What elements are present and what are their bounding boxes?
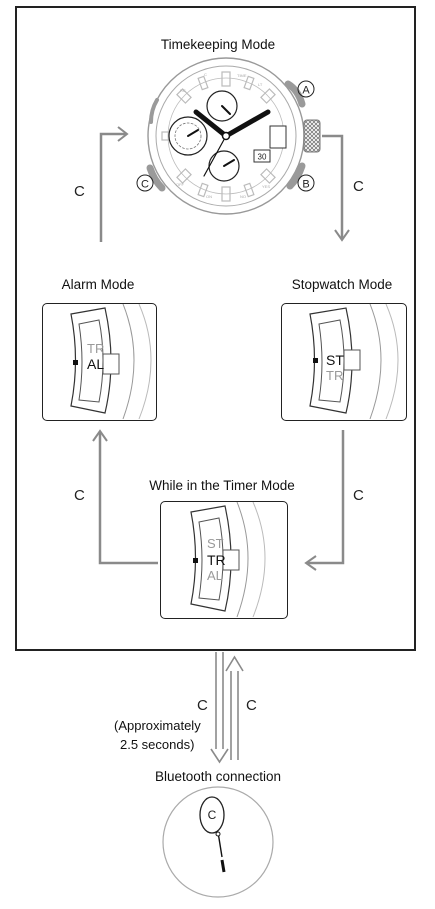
hold-duration-line1: (Approximately (114, 718, 201, 733)
button-b-letter: B (302, 179, 309, 191)
arrow-stopwatch-to-timer (304, 430, 345, 571)
hold-c-down-arrow (210, 652, 229, 764)
stopwatch-mode-panel: ST TR (281, 303, 407, 421)
alarm-panel-al: AL (87, 356, 105, 372)
c-press-label-right-top: C (353, 178, 364, 195)
c-press-label-left-top: C (74, 183, 85, 200)
stopwatch-mode-title: Stopwatch Mode (291, 277, 393, 292)
svg-text:C: C (204, 72, 207, 77)
arrow-timekeeping-to-stopwatch (322, 134, 350, 242)
alarm-mode-title: Alarm Mode (61, 277, 135, 292)
alarm-panel-tr: TR (87, 341, 105, 356)
button-c-letter: C (141, 179, 149, 191)
arrow-timer-to-alarm (92, 429, 158, 565)
button-c-marker: C (136, 174, 154, 192)
button-a-marker: A (297, 80, 315, 98)
hold-duration-line2: 2.5 seconds) (120, 737, 195, 752)
svg-text:YES: YES (262, 184, 270, 189)
watch-illustration: RC C TIME LT OFF ON NO YES 30 (146, 57, 321, 215)
button-a-letter: A (302, 85, 310, 97)
timer-panel-tr: TR (207, 552, 226, 568)
pusher-a-icon (284, 80, 306, 108)
bt-c-bubble (199, 796, 225, 834)
svg-text:OFF: OFF (176, 182, 185, 187)
alarm-mode-panel: TR AL (42, 303, 157, 421)
watch-date: 30 (258, 153, 267, 162)
svg-text:TIME: TIME (237, 73, 247, 78)
stopwatch-panel-tr: TR (326, 368, 344, 383)
timekeeping-mode-title: Timekeeping Mode (160, 37, 276, 52)
timer-mode-panel: ST TR AL (160, 501, 288, 619)
timer-panel-al: AL (207, 568, 223, 583)
timer-panel-st: ST (207, 536, 224, 551)
arrow-alarm-to-timekeeping (99, 126, 129, 242)
timer-mode-title: While in the Timer Mode (149, 478, 295, 493)
c-press-label-right-bottom: C (353, 487, 364, 504)
bt-hand-label: C (208, 808, 217, 822)
bluetooth-connection-title: Bluetooth connection (154, 769, 282, 784)
pusher-b-icon (286, 162, 306, 190)
stopwatch-panel-st: ST (326, 352, 344, 368)
c-press-label-left-bottom: C (74, 487, 85, 504)
press-c-up-arrow (225, 655, 244, 760)
crown-icon (303, 119, 321, 153)
mode-cycle-frame (15, 6, 416, 651)
c-return-label: C (246, 697, 257, 714)
bluetooth-watch-illustration: C (162, 786, 274, 898)
svg-text:ON: ON (206, 194, 212, 199)
c-hold-label: C (197, 697, 208, 714)
button-b-marker: B (297, 174, 315, 192)
pusher-c-icon (146, 164, 166, 192)
svg-text:RC: RC (180, 88, 186, 93)
svg-text:NO: NO (240, 194, 246, 199)
svg-text:LT: LT (258, 82, 263, 87)
